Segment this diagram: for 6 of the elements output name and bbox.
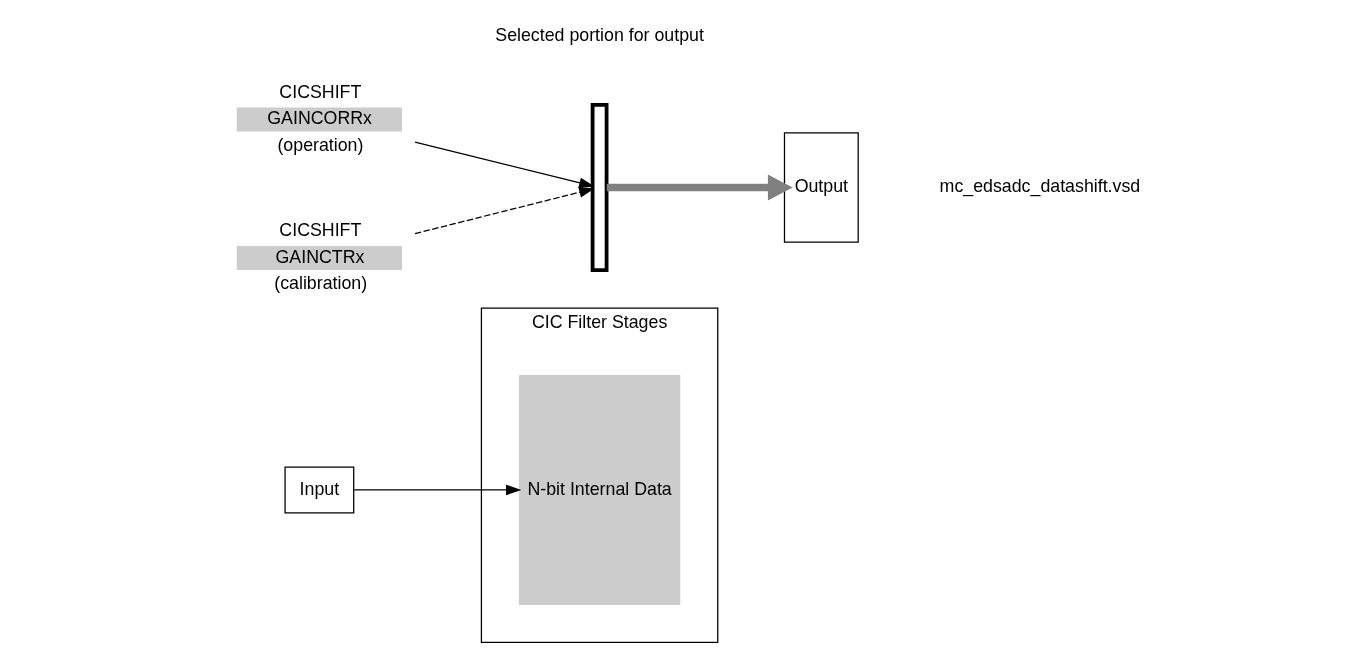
node-label: (operation) — [277, 134, 364, 155]
node-label: CICSHIFT — [279, 81, 362, 102]
label: mc_edsadc_datashift.vsd — [939, 176, 1141, 197]
node-label: CICSHIFT — [279, 220, 362, 241]
node-label: (calibration) — [274, 273, 368, 294]
label: Selected portion for output — [495, 24, 704, 45]
